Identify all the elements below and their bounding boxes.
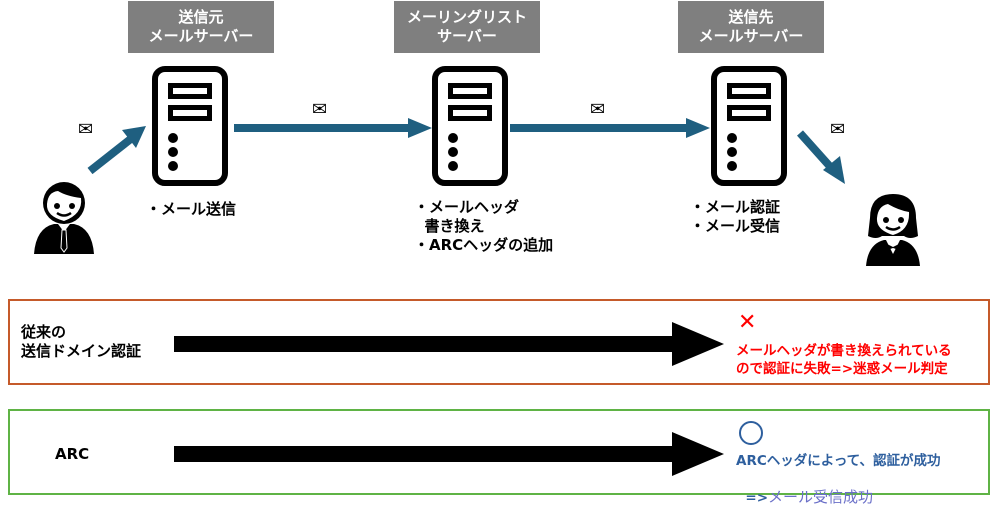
man-user-icon — [34, 182, 94, 254]
legacy-auth-result: メールヘッダが書き換えられている ので認証に失敗=>迷惑メール判定 — [736, 343, 952, 377]
arrow-head-destination-to-user — [823, 156, 845, 184]
arc-arrow — [174, 432, 724, 476]
arrow-destination-to-user — [797, 130, 837, 174]
success-circle-icon — [739, 421, 763, 445]
envelope-icon: ✉ — [78, 119, 94, 140]
server-icon-origin — [152, 66, 228, 186]
envelope-icon: ✉ — [590, 99, 606, 120]
arc-panel — [8, 409, 990, 495]
arc-result-line1: ARCヘッダによって、認証が成功 — [736, 453, 941, 469]
arc-result-arrow-prefix: => — [745, 490, 769, 506]
envelope-icon: ✉ — [312, 99, 328, 120]
server-note-mailing-list: ・メールヘッダ 書き換え ・ARCヘッダの追加 — [414, 198, 554, 254]
woman-user-icon — [866, 194, 920, 266]
legacy-auth-label: 従来の 送信ドメイン認証 — [21, 323, 142, 360]
server-label-origin: 送信元 メールサーバー — [128, 1, 274, 53]
arrow-head-origin-to-list — [408, 118, 432, 138]
envelope-icon: ✉ — [830, 119, 846, 140]
arc-label: ARC — [55, 445, 90, 463]
legacy-auth-arrow — [174, 322, 724, 366]
server-icon-destination — [711, 66, 787, 186]
server-label-destination: 送信先 メールサーバー — [678, 1, 824, 53]
arrow-head-list-to-destination — [686, 118, 710, 138]
fail-x-icon: ✕ — [738, 310, 757, 335]
arc-result-line2: =>メール受信成功 — [736, 470, 873, 507]
server-label-mailing-list: メーリングリスト サーバー — [394, 1, 540, 53]
arc-result-success: メール受信成功 — [768, 488, 874, 506]
legacy-auth-panel — [8, 299, 990, 385]
server-note-origin: ・メール送信 — [146, 200, 237, 218]
server-note-destination: ・メール認証 ・メール受信 — [690, 198, 781, 235]
arrow-head-user-to-origin — [122, 126, 146, 148]
arrow-user-to-origin — [87, 134, 135, 175]
server-icon-mailing-list — [432, 66, 508, 186]
flow-arrows — [87, 118, 845, 184]
